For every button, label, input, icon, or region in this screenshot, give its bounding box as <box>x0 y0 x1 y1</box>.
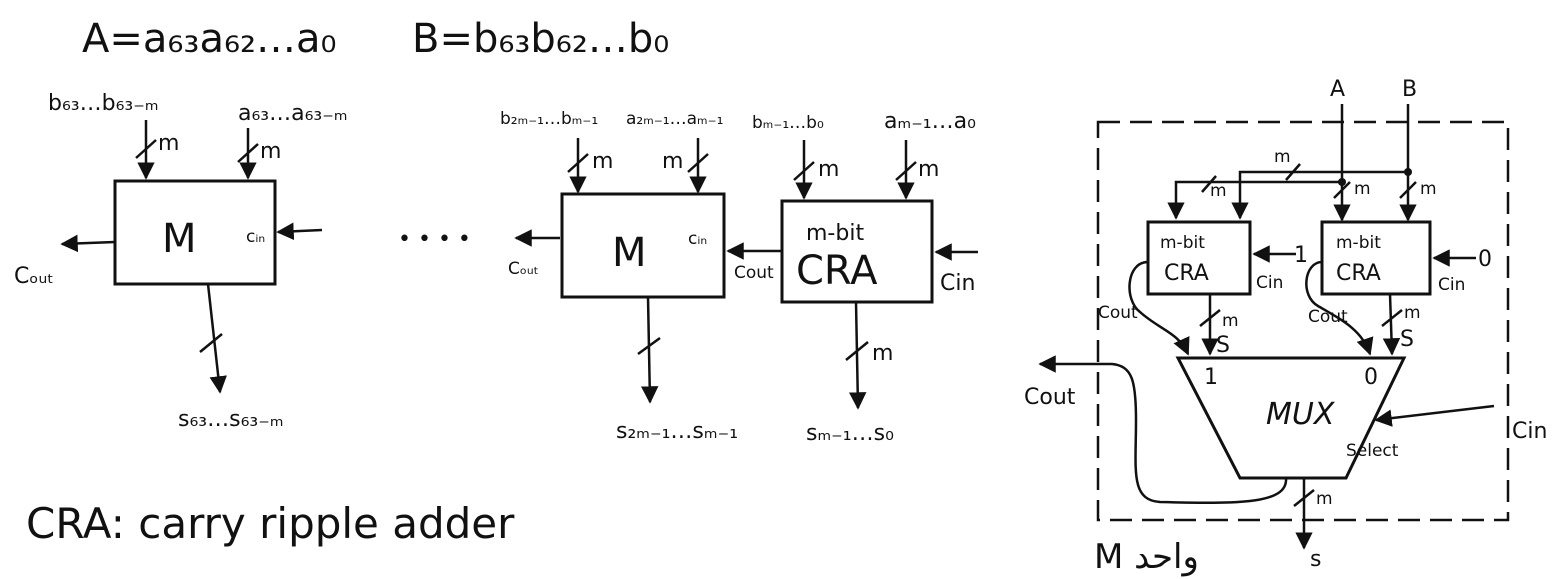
cra-output-label: sₘ₋₁…s₀ <box>806 421 894 446</box>
middle-m-block: b₂ₘ₋₁…bₘ₋₁ a₂ₘ₋₁…aₘ₋₁ m m M cᵢₙ Cₒᵤₜ s₂ₘ… <box>500 109 738 444</box>
left-input-a-label: a₆₃…a₆₃₋ₘ <box>238 101 348 126</box>
middle-m-box-label: M <box>612 230 647 276</box>
cra-legend: CRA: carry ripple adder <box>26 499 515 548</box>
cra-box <box>780 199 934 304</box>
operand-b-definition: B=b₆₃b₆₂…b₀ <box>412 16 669 62</box>
detail-top-bus-width: m <box>1274 147 1291 167</box>
detail-cra2-cout-wire <box>1305 260 1374 356</box>
detail-cra2-sum-wire <box>1382 293 1401 356</box>
cra-input-a-bus-slash <box>895 161 917 181</box>
detail-mux-input1-label: 1 <box>1204 365 1218 390</box>
detail-cra1-sum-label: S <box>1216 333 1230 358</box>
middle-input-a-label: a₂ₘ₋₁…aₘ₋₁ <box>626 109 723 129</box>
left-input-b-bus-width: m <box>158 131 179 156</box>
middle-input-a-bus-width: m <box>662 149 683 174</box>
detail-mux-cout-wire <box>1038 355 1288 505</box>
m-block-detail: A B m m m m m-bit CRA 1 Cin m-bit CRA 0 … <box>1024 77 1547 577</box>
detail-cra1-cout-label: Cout <box>1098 303 1138 323</box>
detail-cra2-label-line2: CRA <box>1336 261 1381 286</box>
cra-input-b-label: bₘ₋₁…b₀ <box>752 113 824 133</box>
detail-mux-shape <box>1175 356 1407 480</box>
detail-a-branch-wire <box>1167 180 1342 220</box>
detail-cra1-label-line1: m-bit <box>1160 233 1205 253</box>
detail-cra2-label-line1: m-bit <box>1336 233 1381 253</box>
left-m-box-label: M <box>162 216 197 262</box>
detail-top-bus-slash <box>1285 163 1301 181</box>
left-cin-wire <box>276 222 323 241</box>
left-output-label: s₆₃…s₆₃₋ₘ <box>178 407 284 432</box>
detail-cra1-cin-label: Cin <box>1256 273 1283 293</box>
detail-caption: M واحد <box>1094 537 1199 577</box>
detail-cra1-sum-bus-slash <box>1199 309 1221 327</box>
detail-b-branch-wire <box>1231 170 1408 220</box>
detail-input-a-label: A <box>1330 77 1345 102</box>
cra-output-bus-width: m <box>872 341 893 366</box>
detail-cra1-cin-value: 1 <box>1294 243 1308 268</box>
left-input-a-bus-slash <box>237 143 259 163</box>
left-m-box <box>113 179 277 286</box>
middle-output-wire <box>640 296 659 404</box>
detail-bus1-slash <box>1201 175 1217 193</box>
detail-mux-output-bus-slash <box>1293 489 1315 507</box>
lsb-cra-block: bₘ₋₁…b₀ aₘ₋₁…a₀ m m m-bit CRA Cin Cout m… <box>726 109 978 446</box>
detail-cra-carry0-box <box>1320 220 1432 296</box>
detail-bus2-slash <box>1333 181 1351 199</box>
detail-input-b-label: B <box>1402 77 1417 102</box>
detail-cra1-label-line2: CRA <box>1164 261 1209 286</box>
detail-bus1-width: m <box>1210 181 1227 201</box>
detail-bus3-width: m <box>1420 179 1437 199</box>
left-m-block: b₆₃…b₆₃₋ₘ a₆₃…a₆₃₋ₘ m m M cᵢₙ Cₒᵤₜ s₆₃…s… <box>14 91 348 432</box>
left-input-b-label: b₆₃…b₆₃₋ₘ <box>48 91 159 116</box>
detail-cra2-cin-label: Cin <box>1438 275 1465 295</box>
middle-input-a-bus-slash <box>687 153 709 173</box>
left-output-wire <box>206 283 227 394</box>
left-output-bus-slash <box>199 333 223 353</box>
detail-bus3-slash <box>1399 181 1417 199</box>
detail-external-cin-label: Cin <box>1512 419 1547 444</box>
left-cin-label: cᵢₙ <box>246 227 265 247</box>
operand-a-definition: A=a₆₃a₆₂…a₀ <box>82 16 337 62</box>
middle-input-b-bus-width: m <box>592 149 613 174</box>
middle-cin-label: cᵢₙ <box>688 229 707 249</box>
detail-cra2-sum-bus-slash <box>1381 309 1403 327</box>
detail-select-label: Select <box>1346 441 1399 461</box>
cra-input-a-label: aₘ₋₁…a₀ <box>884 109 976 134</box>
cra-output-bus-slash <box>845 341 869 361</box>
middle-cout-label: Cₒᵤₜ <box>508 259 539 279</box>
middle-input-b-label: b₂ₘ₋₁…bₘ₋₁ <box>500 109 598 129</box>
middle-output-label: s₂ₘ₋₁…sₘ₋₁ <box>616 419 738 444</box>
detail-mux-output-label: s <box>1310 547 1321 572</box>
detail-cra2-cin-value: 0 <box>1478 247 1492 272</box>
detail-cra1-sum-bus-width: m <box>1222 311 1239 331</box>
middle-input-b-bus-slash <box>567 153 589 173</box>
cra-input-b-bus-width: m <box>818 157 839 182</box>
detail-mux-input0-label: 0 <box>1364 365 1378 390</box>
detail-mux-output-bus-width: m <box>1316 489 1333 509</box>
detail-cra2-sum-label: S <box>1400 327 1414 352</box>
detail-bus2-width: m <box>1354 179 1371 199</box>
left-cout-wire <box>60 234 116 253</box>
cra-cin-label: Cin <box>940 271 975 296</box>
cra-box-label-line1: m-bit <box>806 221 864 246</box>
detail-cra2-cout-label: Cout <box>1308 307 1348 327</box>
cra-input-a-bus-width: m <box>918 157 939 182</box>
detail-select-wire <box>1374 404 1495 427</box>
detail-cra2-sum-bus-width: m <box>1404 303 1421 323</box>
left-input-b-bus-slash <box>135 139 157 159</box>
left-input-a-bus-width: m <box>260 139 281 164</box>
detail-mux-label: MUX <box>1266 397 1336 432</box>
cra-box-label-line2: CRA <box>796 248 878 294</box>
cra-input-b-bus-slash <box>793 161 815 181</box>
detail-external-cout-label: Cout <box>1024 385 1076 410</box>
left-cout-label: Cₒᵤₜ <box>14 264 54 289</box>
detail-cra-carry1-box <box>1146 220 1252 296</box>
middle-m-box <box>560 192 726 299</box>
middle-output-bus-slash <box>637 336 661 356</box>
cra-output-wire <box>848 301 867 410</box>
detail-cra1-cout-wire <box>1128 260 1190 356</box>
chain-ellipsis: • • • • <box>398 227 471 252</box>
cra-cout-label: Cout <box>734 263 774 283</box>
